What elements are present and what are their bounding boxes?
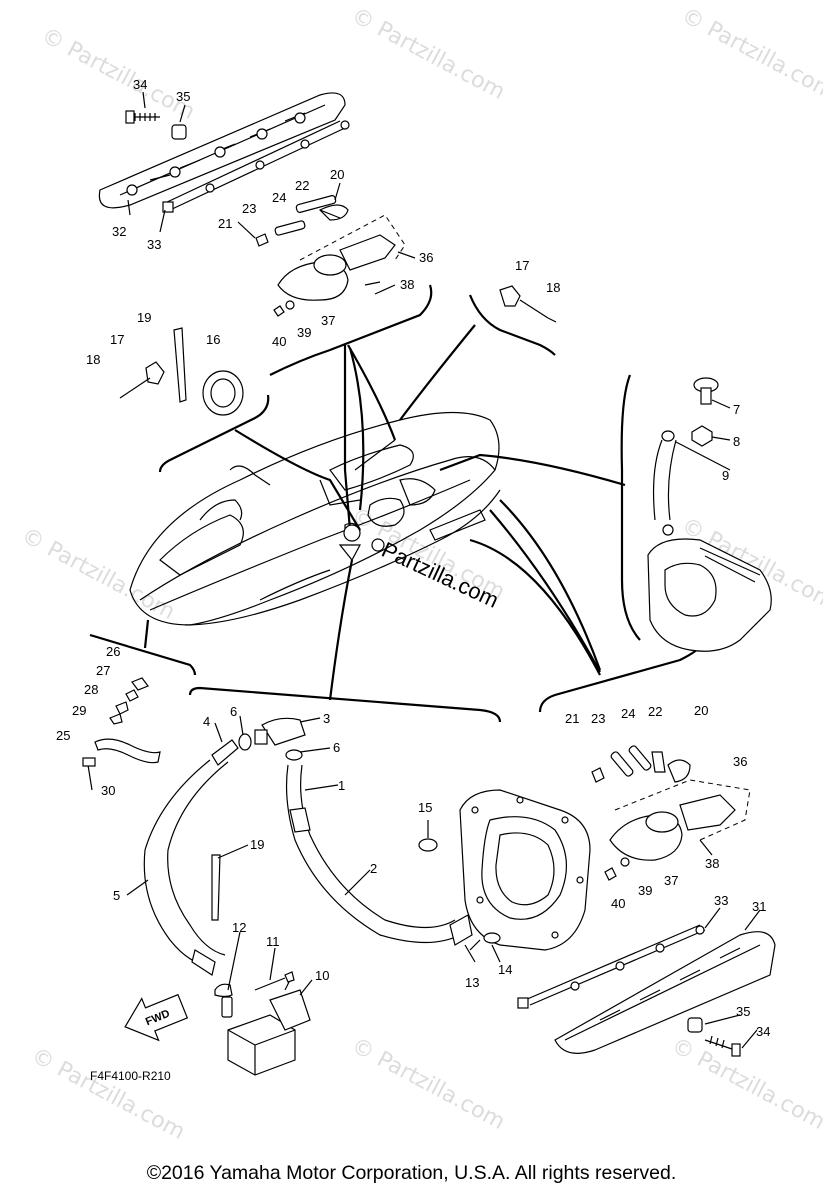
watermark: © Partzilla.com — [17, 523, 179, 625]
part-label: 21 — [218, 216, 232, 231]
part-label: 23 — [242, 201, 256, 216]
part-label: 17 — [110, 332, 124, 347]
part-labels: 34 35 32 33 20 22 24 23 21 36 38 37 39 4… — [56, 77, 770, 1039]
part-label: 12 — [232, 920, 246, 935]
watercraft-hull — [129, 411, 501, 626]
part-label: 13 — [465, 975, 479, 990]
part-label: 24 — [272, 190, 286, 205]
part-label: 11 — [266, 934, 280, 949]
intake-assembly-top — [255, 195, 406, 317]
part-label: 16 — [206, 332, 220, 347]
part-label: 2 — [370, 861, 377, 876]
rail-assembly-top — [98, 92, 350, 213]
part-label: 20 — [330, 167, 344, 182]
part-label: 28 — [84, 682, 98, 697]
part-label: 1 — [338, 778, 345, 793]
part-label: 27 — [96, 663, 110, 678]
watermark: © Partzilla.com — [347, 3, 509, 105]
rail-assembly-bottom — [517, 924, 776, 1057]
part-label: 30 — [101, 783, 115, 798]
watermark: © Partzilla.com — [37, 23, 199, 125]
outlet-assembly-right — [647, 377, 772, 652]
part-label: 22 — [648, 704, 662, 719]
fwd-arrow: FWD — [124, 993, 189, 1042]
watermark: © Partzilla.com — [677, 3, 823, 105]
part-label: 36 — [419, 250, 433, 265]
part-label: 37 — [664, 873, 678, 888]
part-label: 36 — [733, 754, 747, 769]
part-label: 29 — [72, 703, 86, 718]
part-label: 33 — [147, 237, 161, 252]
part-label: 34 — [133, 77, 147, 92]
pump-housing — [418, 789, 591, 951]
part-label: 32 — [112, 224, 126, 239]
part-label: 35 — [736, 1004, 750, 1019]
box-10-12 — [211, 854, 311, 1076]
part-label: 31 — [752, 899, 766, 914]
part-label: 18 — [546, 280, 560, 295]
part-label: 26 — [106, 644, 120, 659]
part-label: 38 — [400, 277, 414, 292]
part-label: 15 — [418, 800, 432, 815]
part-label: 10 — [315, 968, 329, 983]
part-label: 25 — [56, 728, 70, 743]
part-label: 40 — [272, 334, 286, 349]
part-label: 39 — [638, 883, 652, 898]
part-label: 3 — [323, 711, 330, 726]
part-label: 23 — [591, 711, 605, 726]
part-label: 18 — [86, 352, 100, 367]
part-label: 21 — [565, 711, 579, 726]
copyright-notice: ©2016 Yamaha Motor Corporation, U.S.A. A… — [146, 1162, 677, 1184]
part-label: 5 — [113, 888, 120, 903]
part-label: 40 — [611, 896, 625, 911]
part-label: 19 — [137, 310, 151, 325]
part-label: 14 — [498, 962, 512, 977]
part-label: 6 — [333, 740, 340, 755]
part-label: 34 — [756, 1024, 770, 1039]
part-label: 7 — [733, 402, 740, 417]
hoses — [143, 717, 473, 976]
part-label: 9 — [722, 468, 729, 483]
grommet-band-left — [119, 327, 244, 416]
watermark: © Partzilla.com — [27, 1043, 189, 1145]
watermark: © Partzilla.com — [347, 1033, 509, 1135]
part-label: 39 — [297, 325, 311, 340]
clip-17-18-right — [499, 285, 557, 323]
part-label: 33 — [714, 893, 728, 908]
intake-assembly-bottom — [591, 745, 751, 881]
part-label: 4 — [203, 714, 210, 729]
watermark: © Partzilla.com — [667, 1033, 823, 1135]
callout-leaders — [126, 91, 761, 1049]
part-label: 8 — [733, 434, 740, 449]
part-label: 17 — [515, 258, 529, 273]
bracket-25-30 — [82, 677, 161, 791]
diagram-code: F4F4100-R210 — [90, 1069, 171, 1083]
part-label: 35 — [176, 89, 190, 104]
part-label: 22 — [295, 178, 309, 193]
part-label: 20 — [694, 703, 708, 718]
part-label: 6 — [230, 704, 237, 719]
part-label: 24 — [621, 706, 635, 721]
part-label: 19 — [250, 837, 264, 852]
part-label: 38 — [705, 856, 719, 871]
part-label: 37 — [321, 313, 335, 328]
